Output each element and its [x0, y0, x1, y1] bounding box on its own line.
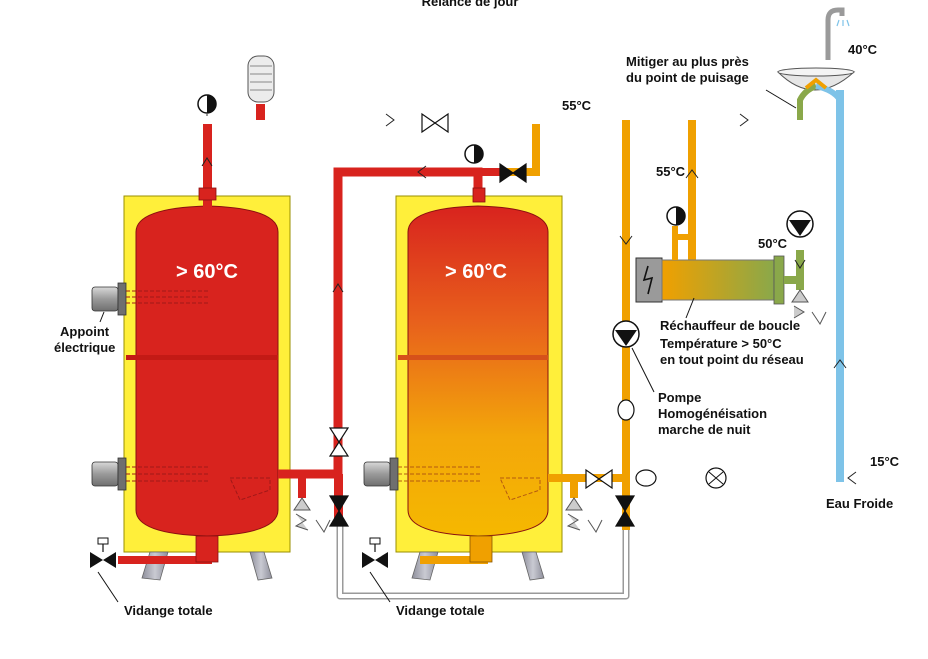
loop-heater: [635, 255, 785, 305]
flow-arrows: [201, 113, 857, 485]
sink: [776, 67, 856, 120]
tank-1-body: [135, 205, 279, 537]
pump-callout: [631, 347, 655, 393]
drain-valve-icon: [90, 537, 116, 568]
valve-icon: [328, 427, 350, 457]
tank-2: > 60°C: [363, 195, 563, 581]
tank-2-safety-branch: [570, 478, 578, 498]
cold-temp-label: 15°C: [870, 454, 900, 469]
faucet-icon: [825, 7, 850, 60]
vessel-connector: [256, 104, 265, 120]
valve-icon: [614, 495, 636, 527]
valve-icon: [585, 468, 613, 490]
pump-label-line-3: marche de nuit: [658, 422, 751, 437]
drain-valve-icon: [362, 537, 388, 568]
drain-label-tank-1: Vidange totale: [124, 603, 213, 618]
pump-label-line-2: Homogénéisation: [658, 406, 767, 421]
cold-riser-pipe: [836, 90, 844, 482]
heater-label-line-2: Température > 50°C: [660, 336, 782, 351]
mixer-callout: [765, 89, 797, 109]
tank-2-temp: > 60°C: [445, 261, 507, 283]
tank-1-heater-top: [91, 282, 210, 316]
return-loop-inner: [338, 520, 628, 598]
electric-backup-label-line-1: Appoint: [60, 324, 110, 339]
tank-1-outlet: [198, 187, 217, 201]
tank-2-body: [407, 205, 549, 537]
pump-icon: [786, 210, 814, 238]
heater-label-line-3: en tout point du réseau: [660, 352, 804, 367]
heater-callout: [685, 297, 695, 319]
electric-icon: [642, 265, 654, 295]
valve-icon: [328, 495, 350, 527]
check-valve-icon: [635, 469, 657, 487]
safety-valve-icon: [565, 497, 603, 533]
water-meter-icon: [705, 467, 727, 489]
thermometer-icon: [666, 206, 686, 226]
cold-water-label: Eau Froide: [826, 496, 893, 511]
mixer-label-line-1: Mitiger au plus près: [626, 54, 749, 69]
tank-1-temp: > 60°C: [176, 261, 238, 283]
safety-valve-icon: [791, 250, 827, 325]
tank-1-inner-tube: [126, 355, 278, 360]
tank-2-outlet: [472, 187, 486, 203]
valve-icon: [499, 162, 527, 184]
thermometer-icon: [464, 144, 484, 164]
diagram-title: Relance de jour: [422, 0, 519, 9]
tank-1-heater-bottom: [91, 457, 210, 491]
expansion-vessel: [247, 55, 275, 103]
tank-1: > 60°C: [91, 195, 291, 581]
valve-icon: [421, 112, 449, 134]
tank-link-pipe: [278, 167, 483, 479]
tank-2-inner-coil: [499, 477, 541, 501]
temp-main-label: 55°C: [562, 98, 592, 113]
backup-callout: [99, 311, 105, 323]
drain-label-tank-2: Vidange totale: [396, 603, 485, 618]
tank-1-leg-right: [249, 551, 273, 581]
tank-2-heater-bottom: [363, 457, 480, 491]
tank-1-safety-branch: [298, 478, 306, 498]
pump-icon: [612, 320, 640, 348]
safety-valve-icon: [293, 497, 331, 533]
check-valve-icon: [617, 399, 635, 421]
tank-2-inner-tube: [398, 355, 548, 360]
pump-label-line-1: Pompe: [658, 390, 701, 405]
heater-supply-pipe: [688, 120, 696, 260]
drain-callout-2: [369, 571, 391, 603]
temp-heater-out-label: 50°C: [758, 236, 788, 251]
tank-1-inner-coil: [229, 477, 271, 501]
heater-label-line-1: Réchauffeur de boucle: [660, 318, 800, 333]
temp-tap-label: 40°C: [848, 42, 878, 57]
thermometer-icon: [197, 94, 217, 116]
temp-branch-label: 55°C: [656, 164, 686, 179]
tank-2-top-branch: [478, 124, 540, 176]
tank-2-leg-right: [521, 551, 545, 581]
mixer-label-line-2: du point de puisage: [626, 70, 749, 85]
electric-backup-label-line-2: électrique: [54, 340, 115, 355]
drain-callout-1: [97, 571, 119, 603]
